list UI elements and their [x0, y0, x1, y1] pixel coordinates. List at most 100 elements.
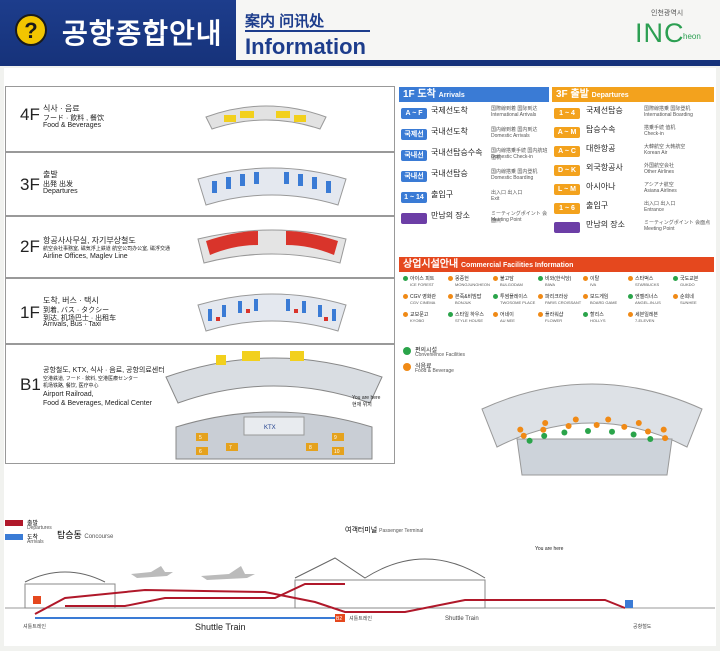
facility-marker: [630, 431, 637, 438]
commercial-en: MONGJUNGHEON: [455, 282, 490, 287]
facility-marker: [541, 432, 548, 439]
commercial-header: 상업시설안내 Commercial Facilities Information: [399, 257, 714, 272]
facility-marker: [540, 426, 547, 433]
commercial-en: FLOWER: [545, 318, 563, 323]
legend-ko: 식음료: [415, 364, 432, 370]
floor-2f-row: 2F 항공사사무실, 자기부상철도 航空会社事務室, 磁気浮上鉄道 航空公司办公…: [5, 216, 395, 278]
arrivals-sub: 国内線到着 国内到达: [491, 127, 538, 133]
floor-ko: 식사 · 음료: [43, 104, 80, 113]
b2-sub: 셔틀트레인: [349, 615, 372, 622]
floor-1f-row: 1F 도착, 버스 · 택시 到着, バス · タクシー 到达, 机场巴士 · …: [5, 278, 395, 344]
station-b-label: 공항철도: [633, 623, 652, 630]
food-area: [240, 111, 254, 118]
departures-label: 출입구: [586, 201, 609, 210]
departures-label: 아시아나: [586, 182, 616, 191]
arrivals-label: 국제선도착: [431, 106, 468, 115]
arrivals-label: 국내선탑승: [431, 169, 468, 178]
departures-badge: 1 ~ 4: [554, 108, 580, 119]
cross-section-panel: 출발 Departures 도착 Arrivals 탑승동 Concourse …: [5, 520, 715, 632]
facility-dot: [403, 312, 408, 317]
commercial-ko: 어네이: [500, 312, 514, 318]
food-area: [294, 115, 306, 122]
svg-text:7: 7: [229, 445, 232, 451]
departures-legend-en: Departures: [27, 525, 52, 531]
station-marker: [33, 596, 41, 604]
floor-label: 2F: [20, 237, 40, 256]
lower-hall: [516, 438, 673, 476]
facility-marker: [517, 426, 524, 433]
departures-badge: L ~ M: [554, 184, 580, 195]
commercial-ko: 본죽&비빔밥: [455, 294, 482, 300]
shuttle-train-label: Shuttle Train: [195, 622, 246, 632]
departures-sub: アシアナ航空: [644, 182, 674, 188]
commercial-en: 7-ELEVEN: [635, 318, 655, 323]
commercial-en: BOARD GAME: [590, 300, 618, 305]
you-are-here-bottom: You are here: [535, 546, 564, 552]
facility-marker: [662, 435, 669, 442]
commercial-en: TWOSOME PLACE: [500, 300, 536, 305]
commercial-ko: 순희네: [680, 294, 694, 300]
facility-marker: [542, 420, 549, 426]
facility-dot: [673, 276, 678, 281]
facility-markers: [517, 416, 669, 444]
commercial-ko: 교보문고: [410, 312, 429, 318]
facility-dot: [628, 276, 633, 281]
arrivals-sub: 出入口 出入口: [491, 190, 523, 196]
arrivals-label: 국내선탑승수속: [431, 148, 483, 157]
facility-marker: [609, 428, 615, 435]
commercial-ko: CGV 영화관: [410, 294, 437, 300]
passenger-terminal-label: 여객터미널 Passenger Terminal: [345, 527, 424, 534]
commercial-ko: 세븐일레븐: [635, 312, 659, 318]
floor-ko3: 到达, 机场巴士 · 出租车: [43, 315, 117, 322]
station-a-label: 셔틀트레인: [23, 623, 46, 630]
shuttle-train-label-2: Shuttle Train: [445, 616, 479, 622]
departures-sub: 外国航空会社: [644, 163, 675, 169]
facility-dot: [448, 276, 453, 281]
arrivals-badge: 1 ~ 14: [401, 192, 427, 203]
concourse-outline: [481, 383, 703, 448]
floor-ko2: 出発 出发: [43, 181, 73, 188]
facility-dot: [538, 294, 543, 299]
board-title-english: Information: [245, 34, 366, 59]
commercial-ko: 투썸플레이스: [500, 294, 528, 300]
facility-marker: [565, 423, 572, 429]
facility-marker: [660, 426, 667, 433]
commercial-en: SUNHEE: [680, 300, 697, 305]
food-area: [276, 111, 290, 118]
food-area: [242, 351, 260, 361]
airline-office-area: [206, 231, 258, 255]
departures-label: 국제선탑승: [586, 106, 623, 115]
facility-dot: [403, 294, 408, 299]
facility-dot: [673, 294, 678, 299]
arrivals-label: 출입구: [431, 190, 454, 199]
floor-label: B1: [20, 375, 41, 394]
commercial-en: STYLE HOUSE: [455, 318, 484, 323]
legend-en: Convenience Facilities: [415, 352, 466, 358]
incheon-logo: INC: [635, 18, 685, 48]
svg-text:8: 8: [309, 445, 312, 451]
departures-badge: 1 ~ 6: [554, 203, 580, 214]
facility-dot: [448, 294, 453, 299]
arrivals-legend-en: Arrivals: [27, 539, 44, 545]
commercial-item: 비와(한식당)BIWA: [538, 275, 582, 291]
arrivals-badge: 국제선: [401, 129, 427, 140]
facility-dot: [583, 276, 588, 281]
floor-4f-row: 4F 식사 · 음료 フード · 飲料 , 餐饮 Food & Beverage…: [5, 86, 395, 152]
departures-legend-ko: 출발: [27, 521, 39, 527]
